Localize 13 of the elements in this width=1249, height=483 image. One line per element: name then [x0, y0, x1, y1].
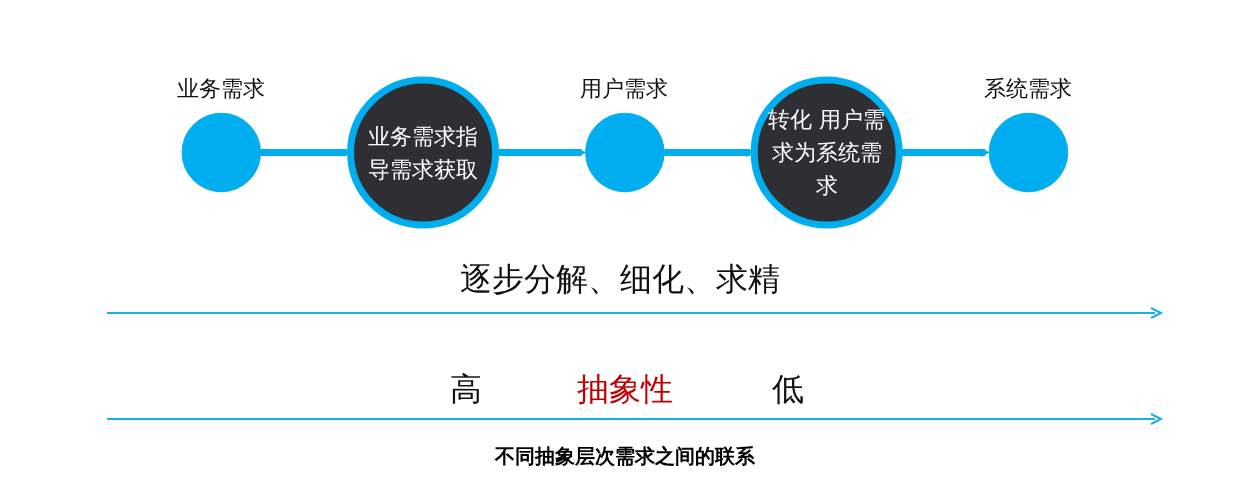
- axis-label: 抽象性: [577, 369, 673, 410]
- node-caption: 系统需求: [984, 74, 1073, 103]
- node-caption: 用户需求: [580, 74, 669, 103]
- node-circle: 业务需求指导需求获取: [346, 76, 499, 229]
- scale-end-label: 高: [450, 369, 482, 410]
- node-caption: 业务需求: [176, 74, 265, 103]
- heading-text: 逐步分解、细化、求精: [460, 259, 780, 300]
- caption: 不同抽象层次需求之间的联系: [494, 444, 755, 468]
- scale-end-label: 低: [772, 369, 804, 410]
- node-circle: 转化 用户需求为系统需求: [750, 76, 903, 229]
- node-circle: [584, 112, 665, 193]
- node-circle: [988, 112, 1068, 193]
- node-circle: [181, 112, 261, 193]
